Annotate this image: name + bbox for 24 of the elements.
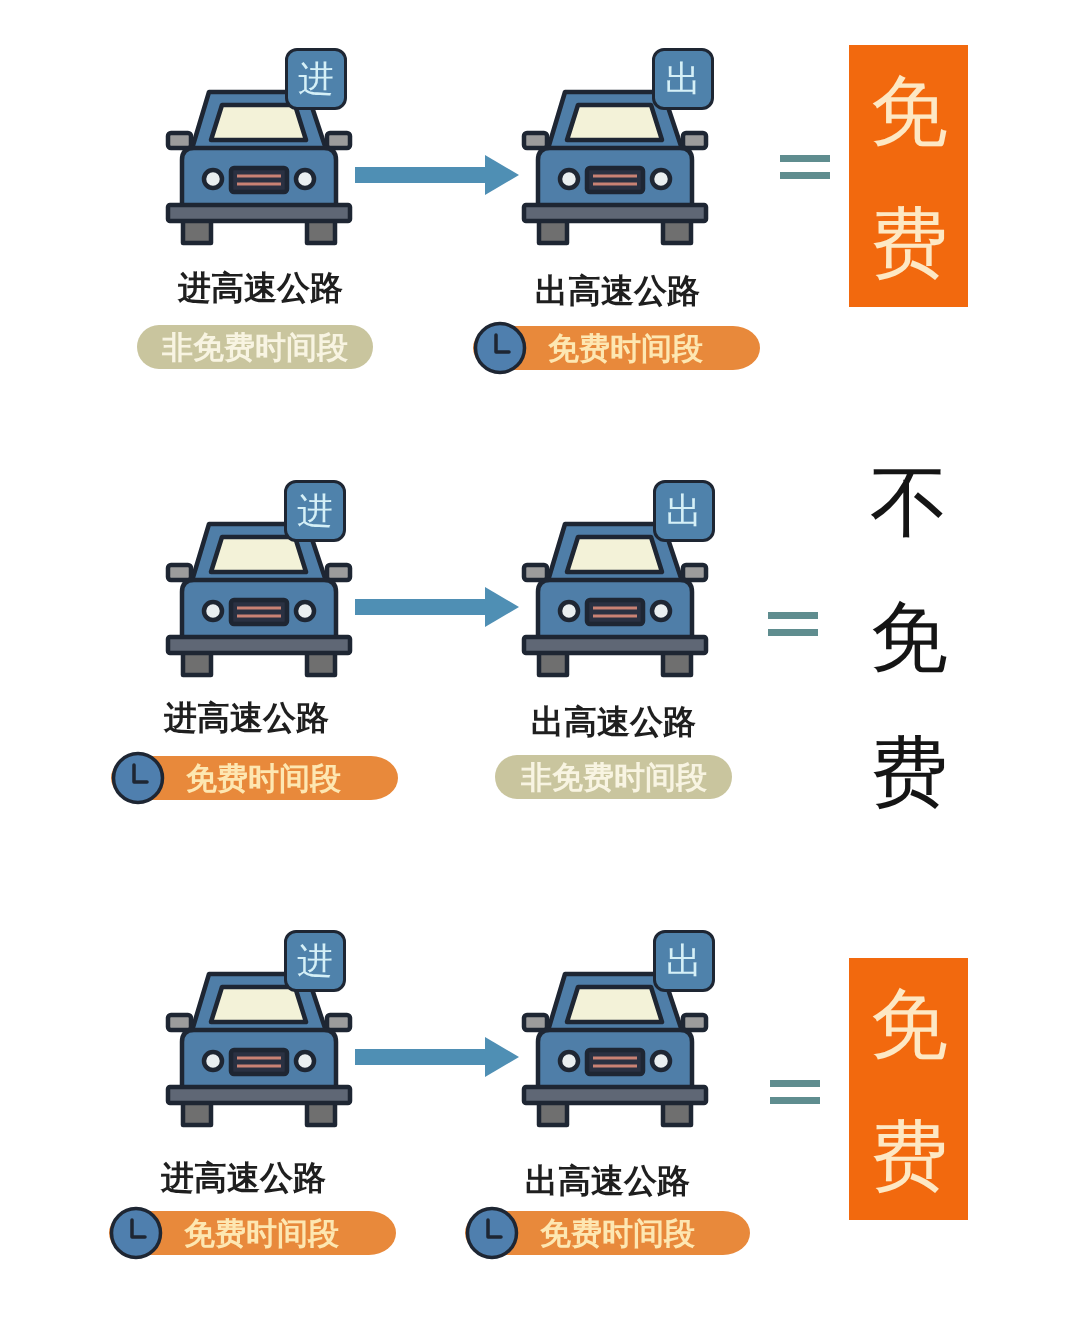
result-box: 免费 xyxy=(849,958,968,1220)
node-label: 进高速公路 xyxy=(163,698,329,738)
node-label: 出高速公路 xyxy=(524,1161,690,1201)
badge: 出 xyxy=(653,930,715,992)
node-label: 进高速公路 xyxy=(177,268,343,308)
badge: 进 xyxy=(285,48,347,110)
period-text: 免费时间段 xyxy=(186,759,341,798)
result-text: 不免费 xyxy=(870,456,948,819)
node-label: 出高速公路 xyxy=(534,271,700,311)
arrow xyxy=(355,155,519,195)
arrow xyxy=(355,1037,519,1077)
badge: 出 xyxy=(653,480,715,542)
period-text: 免费时间段 xyxy=(184,1214,339,1253)
node-label: 进高速公路 xyxy=(160,1158,326,1198)
time-pill: 非免费时间段 xyxy=(137,325,373,369)
period-text: 免费时间段 xyxy=(540,1214,695,1253)
badge: 进 xyxy=(284,930,346,992)
arrow xyxy=(355,587,519,627)
result-box: 免费 xyxy=(849,45,968,307)
badge: 出 xyxy=(652,48,714,110)
node-label: 出高速公路 xyxy=(530,702,696,742)
time-pill: 非免费时间段 xyxy=(495,755,732,799)
period-text: 免费时间段 xyxy=(548,329,703,368)
badge: 进 xyxy=(284,480,346,542)
